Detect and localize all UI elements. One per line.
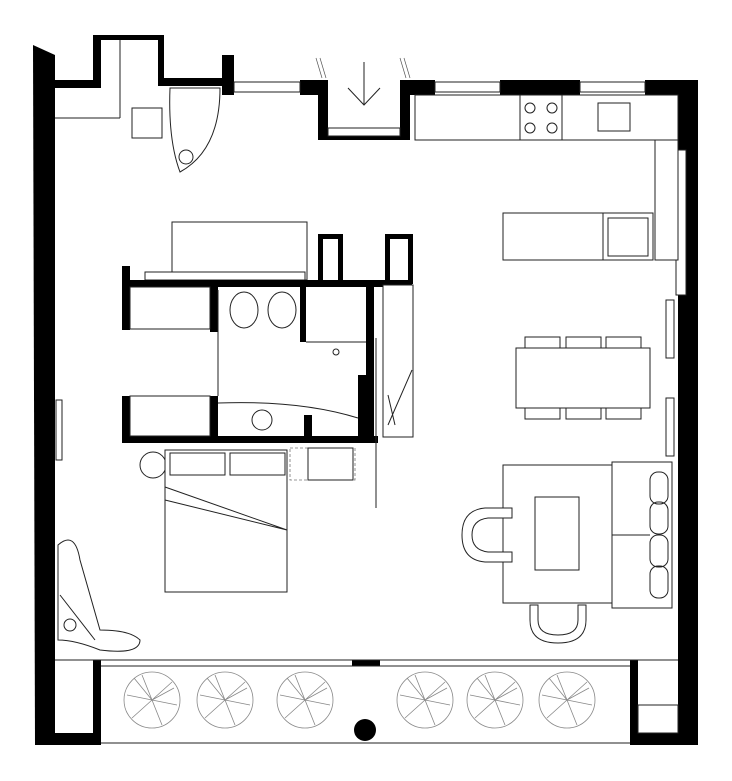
tree-icon bbox=[396, 671, 454, 729]
stove-icon bbox=[524, 102, 558, 134]
tree-icon bbox=[123, 671, 181, 729]
bathroom-core bbox=[122, 221, 414, 508]
sink-icon bbox=[597, 102, 631, 132]
bedroom bbox=[55, 399, 356, 652]
kitchen bbox=[414, 94, 679, 261]
windows bbox=[55, 81, 687, 744]
planter bbox=[123, 671, 596, 741]
tree-icon bbox=[276, 671, 334, 729]
tree-icon bbox=[466, 671, 524, 729]
entrance-arrow-icon bbox=[347, 62, 381, 106]
tree-icon bbox=[196, 671, 254, 729]
living-area bbox=[461, 461, 673, 644]
dining-table bbox=[515, 299, 675, 457]
tree-icon bbox=[538, 671, 596, 729]
plant-pot-icon bbox=[354, 719, 376, 741]
entrance bbox=[55, 40, 411, 173]
